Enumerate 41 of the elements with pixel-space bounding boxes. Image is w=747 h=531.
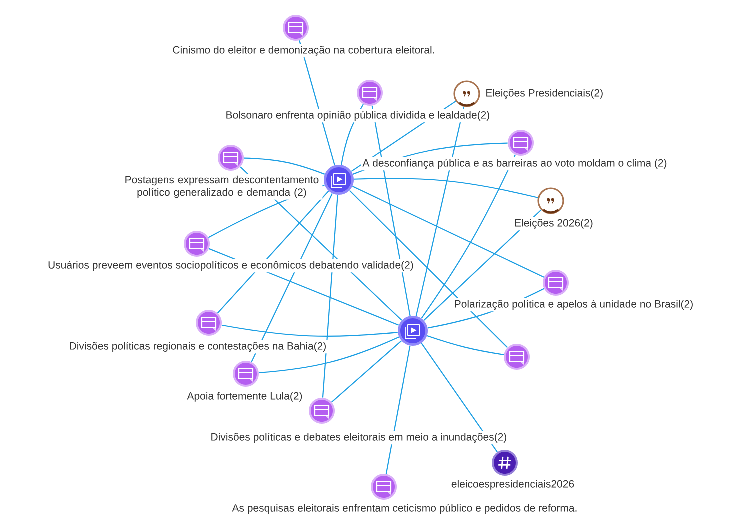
connector [244, 158, 326, 175]
play-icon [324, 165, 354, 195]
node-label: Eleições Presidenciais(2) [486, 89, 603, 99]
node-label: Postagens expressam descontentamento político generalizado e demanda (2) [126, 176, 319, 198]
node-label: Divisões políticas e debates eleitorais em meio a inundações(2) [212, 433, 507, 443]
node-label: Usuários preveem eventos sociopolíticos e econômicos debatendo validade(2) [48, 261, 414, 271]
connector [259, 336, 400, 374]
connector [372, 106, 411, 316]
connector [416, 106, 465, 316]
connector [341, 104, 364, 166]
connector [208, 184, 325, 238]
connector [349, 190, 508, 348]
connector [299, 40, 336, 166]
node-label: Cinismo do eleitor e demonização na cobertura eleitoral. [173, 46, 434, 56]
node-label: eleicoespresidenciais2026 [452, 480, 574, 490]
play-icon [398, 316, 428, 346]
connector [352, 186, 544, 278]
connector [421, 154, 516, 319]
connector [332, 340, 402, 403]
connector [251, 193, 333, 362]
node-label: Divisões políticas regionais e contestações na Bahia(2) [70, 342, 326, 352]
node-label: Bolsonaro enfrenta opinião pública dividida e lealdade(2) [226, 111, 490, 121]
node-label: Apoia fortemente Lula(2) [187, 392, 302, 402]
message-icon [504, 344, 530, 370]
connector [424, 210, 542, 321]
connector [354, 178, 538, 198]
connector [322, 195, 338, 398]
connector [352, 142, 508, 175]
connector [222, 324, 398, 338]
connector [217, 190, 330, 314]
node-label: As pesquisas eleitorais enfrentam ceticismo público e pedidos de reforma. [232, 504, 577, 514]
connector [351, 100, 456, 172]
node-label: Eleições 2026(2) [515, 219, 593, 229]
connector [386, 346, 411, 474]
connector [427, 335, 504, 356]
connector [240, 166, 402, 321]
node-label: Polarização política e apelos à unidade no Brasil(2) [455, 300, 693, 310]
connector [209, 248, 400, 326]
node-label: A desconfiança pública e as barreiras ao voto moldam o clima (2) [362, 159, 667, 169]
connector [421, 343, 498, 452]
connector [428, 288, 544, 329]
